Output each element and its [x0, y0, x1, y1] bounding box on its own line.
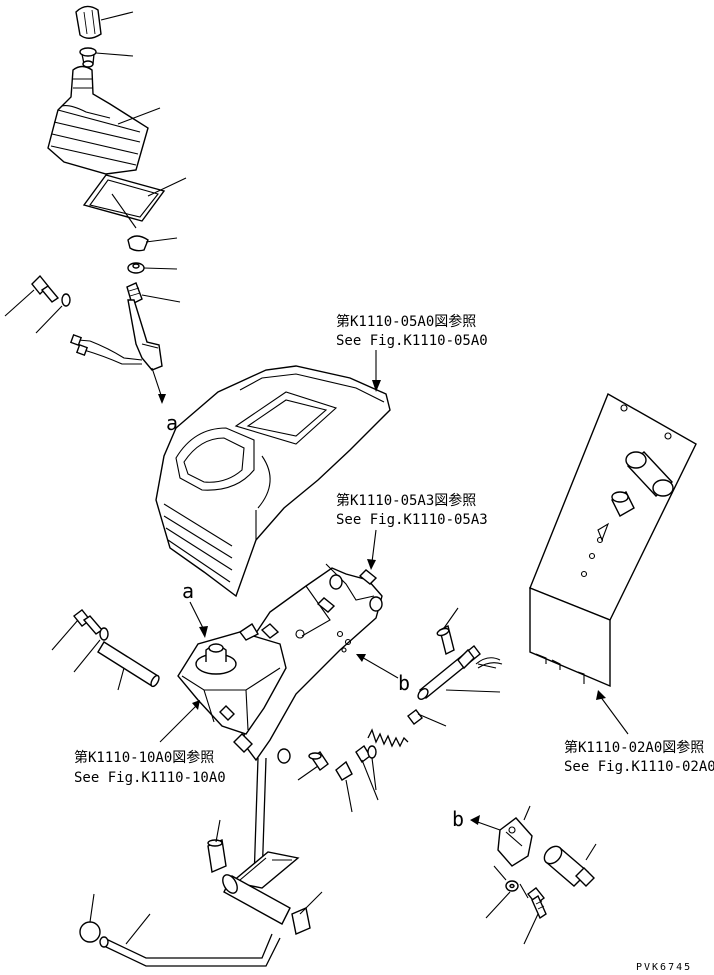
- washer: [505, 880, 519, 892]
- mounting-bracket: [243, 563, 383, 764]
- clevis-rod: [543, 845, 595, 887]
- connection-label-a-valve: a: [182, 579, 194, 603]
- spring-bolt: [308, 750, 329, 772]
- spring-nuts: [335, 744, 377, 781]
- panel-knob: [611, 491, 635, 517]
- drawing-number: PVK6745: [636, 962, 692, 973]
- console-cover: [155, 365, 391, 598]
- ref-panel-jp: 第K1110-02A0図参照: [564, 739, 704, 756]
- spring-joint: [126, 282, 143, 306]
- link-rod: [417, 644, 481, 700]
- leader-lines-detail: [485, 805, 597, 945]
- ref-panel-en: See Fig.K1110-02A0: [564, 759, 714, 775]
- leader-lines-top: [4, 11, 187, 334]
- pedal-ball: [79, 921, 101, 943]
- pedal-bracket: [230, 851, 300, 889]
- spring: [367, 709, 423, 748]
- leader-lines-pedal: [89, 819, 323, 945]
- nut: [127, 262, 145, 274]
- valve-sleeve: [97, 641, 160, 688]
- cotter-pin: [475, 657, 503, 669]
- switch-wire: [69, 333, 143, 365]
- pedal-rod: [99, 933, 281, 967]
- boot-retainer-plate: [82, 174, 166, 229]
- connection-arrow-b-bracket: [356, 654, 399, 679]
- leader-bracket: [367, 529, 377, 570]
- clamp: [127, 235, 149, 252]
- leader-panel: [596, 690, 629, 735]
- ref-console-en: See Fig.K1110-05A0: [336, 333, 488, 349]
- connection-label-b-bracket: b: [398, 671, 410, 695]
- leader-lines-valve: [51, 619, 125, 691]
- lever-bolt: [31, 274, 71, 307]
- ref-bracket-en: See Fig.K1110-05A3: [336, 512, 488, 528]
- leader-valve: [159, 700, 200, 743]
- ref-valve-en: See Fig.K1110-10A0: [74, 770, 226, 786]
- ppc-valve: [177, 623, 287, 753]
- link-pin: [436, 624, 455, 656]
- leader-console: [372, 350, 381, 392]
- leader-lines-linkage: [297, 607, 501, 813]
- valve-bolt: [73, 609, 109, 641]
- ref-bracket-jp: 第K1110-05A3図参照: [336, 492, 476, 509]
- connection-arrow-a-valve: [189, 601, 208, 638]
- panel-switch: [625, 451, 674, 497]
- connection-arrow-b-detail: [470, 815, 501, 831]
- ref-valve-jp: 第K1110-10A0図参照: [74, 749, 214, 766]
- clevis: [497, 817, 533, 867]
- ref-console-jp: 第K1110-05A0図参照: [336, 313, 476, 330]
- pedal-bushing: [207, 839, 227, 873]
- lever-boot: [47, 65, 149, 175]
- connection-arrow-a-top: [151, 367, 166, 404]
- lock-nut: [79, 47, 97, 68]
- clevis-bolt: [527, 887, 547, 920]
- side-panel: [529, 392, 697, 688]
- lever-rod: [127, 299, 163, 371]
- connection-label-b-detail: b: [452, 807, 464, 831]
- pedal-shaft: [222, 874, 311, 935]
- lever-knob: [75, 5, 102, 39]
